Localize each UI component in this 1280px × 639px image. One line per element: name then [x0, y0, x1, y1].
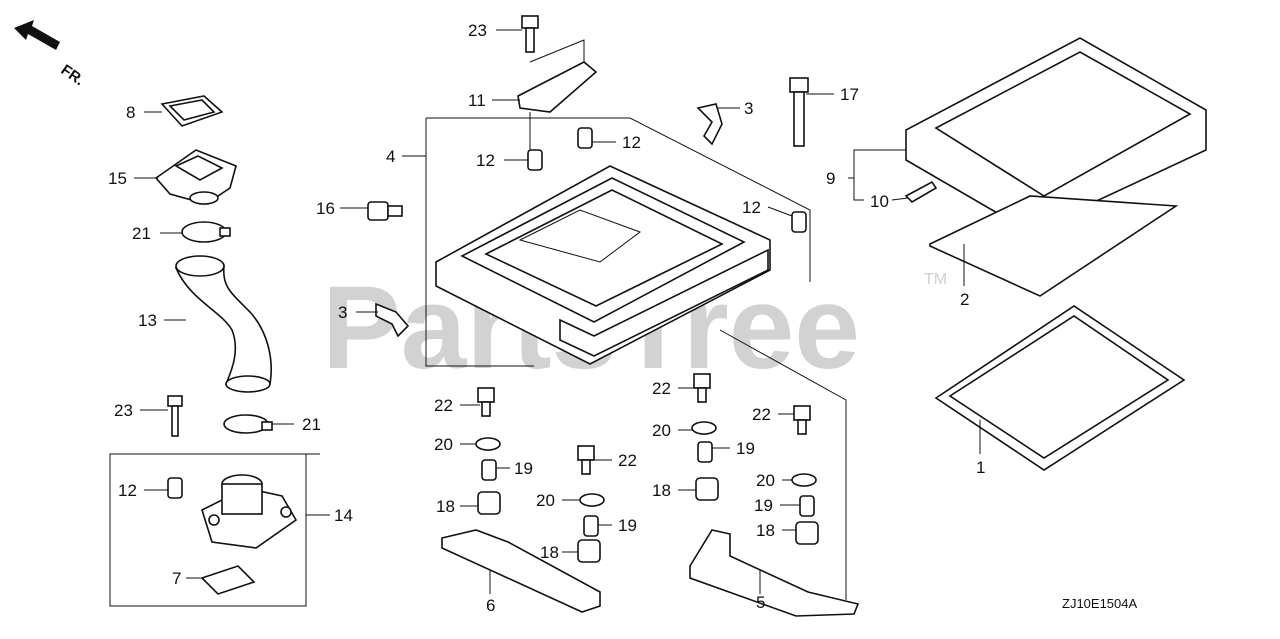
front-direction-arrow-icon: [14, 20, 60, 50]
diagram-code: ZJ10E1504A: [1062, 596, 1137, 611]
clip-3-part: [375, 103, 723, 338]
front-direction-label: FR.: [58, 61, 88, 89]
callout-10: 10: [870, 192, 889, 211]
callout-18: 18: [436, 497, 455, 516]
fitting-16-part: [367, 201, 403, 221]
callout-16: 16: [316, 199, 335, 218]
callout-19: 19: [736, 439, 755, 458]
callout-20: 20: [652, 421, 671, 440]
adapter-14-group: [109, 453, 320, 607]
leader-lines: [134, 29, 981, 594]
watermark-trademark: TM: [924, 271, 947, 288]
case-bracket-line: [425, 118, 534, 367]
gasket-7-part: [200, 565, 256, 595]
callout-19: 19: [754, 496, 773, 515]
hose-clamp-21-lower-part: [223, 414, 273, 434]
callout-23: 23: [114, 401, 133, 420]
callout-11: 11: [468, 91, 486, 110]
callout-21: 21: [302, 415, 321, 434]
clip-10-part: [904, 180, 938, 204]
filter-1-part: [934, 305, 1186, 471]
element-2-part: [929, 195, 1179, 297]
callout-20: 20: [536, 491, 555, 510]
stay-connector-line: [719, 329, 847, 600]
callout-12: 12: [118, 481, 137, 500]
collar-19-part: [481, 441, 815, 537]
callout-14: 14: [334, 506, 353, 525]
callout-23: 23: [468, 21, 487, 40]
callout-18: 18: [652, 481, 671, 500]
callout-15: 15: [108, 169, 127, 188]
callout-4: 4: [386, 147, 395, 166]
grommet-18-part: [477, 477, 819, 563]
callout-22: 22: [434, 396, 453, 415]
bracket-11-part: [517, 39, 598, 113]
callout-3: 3: [338, 303, 347, 322]
callout-20: 20: [434, 435, 453, 454]
callout-12: 12: [622, 133, 641, 152]
callout-12: 12: [742, 198, 761, 217]
stay-6-part: [441, 529, 601, 613]
callout-22: 22: [652, 379, 671, 398]
case-outline-line: [426, 117, 811, 282]
gasket-8-part: [160, 95, 224, 127]
callout-22: 22: [752, 405, 771, 424]
callout-19: 19: [514, 459, 533, 478]
callout-1: 1: [976, 458, 985, 477]
callout-labels: 8 15 21 13 23 21 12 14 7 23 11 4 12 12 1…: [108, 21, 985, 615]
stay-5-part: [689, 529, 860, 617]
callout-18: 18: [540, 543, 559, 562]
callout-21: 21: [132, 224, 151, 243]
bolt-17-part: [789, 77, 809, 147]
air-cleaner-cover-9-part: [905, 37, 1207, 233]
washer-20-part: [475, 421, 817, 507]
callout-9: 9: [826, 169, 835, 188]
elbow-flange-15-part: [154, 149, 237, 205]
intake-hose-13-part: [174, 255, 272, 393]
callout-7: 7: [172, 569, 181, 588]
callout-5: 5: [756, 593, 765, 612]
collar-12-part: [527, 112, 807, 233]
callout-22: 22: [618, 451, 637, 470]
bolt-22-part: [477, 373, 811, 475]
hose-clamp-21-upper-part: [181, 221, 231, 243]
callout-20: 20: [756, 471, 775, 490]
callout-6: 6: [486, 596, 495, 615]
callout-13: 13: [138, 311, 157, 330]
bolt-23-left-part: [167, 395, 183, 437]
callout-18: 18: [756, 521, 775, 540]
callout-2: 2: [960, 290, 969, 309]
air-cleaner-case-4-part: [435, 165, 771, 365]
collar-12-left-part: [167, 477, 183, 499]
bolt-23-top-part: [521, 15, 539, 53]
callout-3: 3: [744, 99, 753, 118]
callout-8: 8: [126, 103, 135, 122]
callout-12: 12: [476, 151, 495, 170]
callout-17: 17: [840, 85, 859, 104]
callout-19: 19: [618, 516, 637, 535]
